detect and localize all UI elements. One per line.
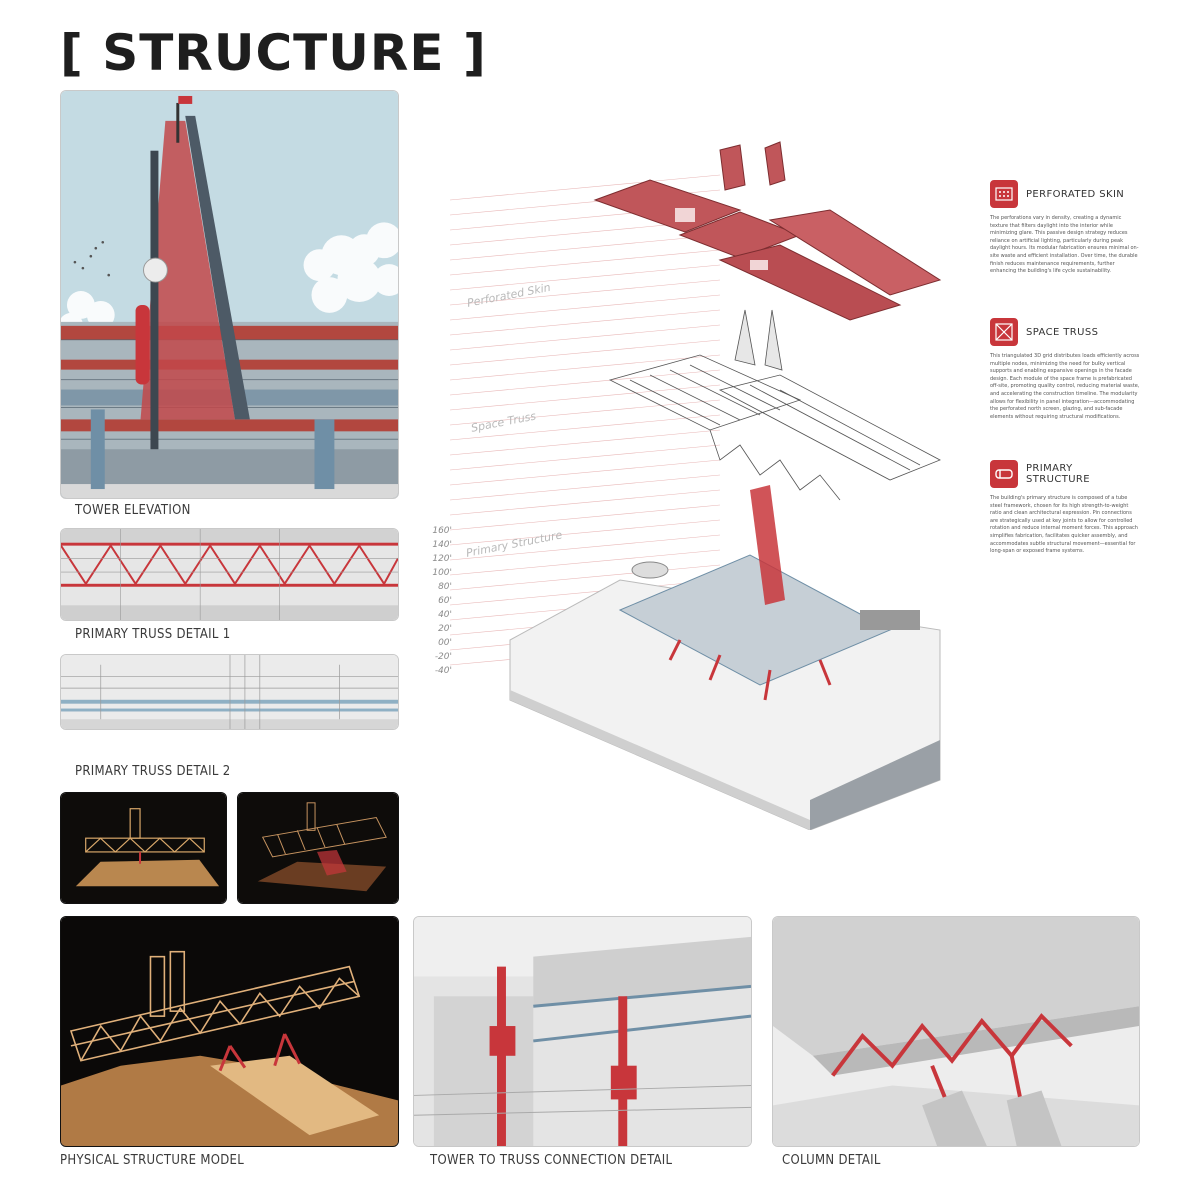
- legend-description: This triangulated 3D grid distributes lo…: [990, 353, 1140, 420]
- primary-truss-detail-2-image: [60, 654, 399, 730]
- model-photo-front: [60, 792, 227, 904]
- primary-truss-detail-1-image: [60, 528, 399, 621]
- scale-label: 00': [438, 638, 452, 648]
- scale-label: 120': [432, 554, 452, 564]
- physical-model-caption: PHYSICAL STRUCTURE MODEL: [60, 1153, 245, 1168]
- legend-primary-structure: PRIMARY STRUCTURE The building's primary…: [990, 460, 1140, 556]
- legend-title: PERFORATED SKIN: [1026, 188, 1125, 200]
- legend-description: The building's primary structure is comp…: [990, 495, 1138, 555]
- page-title: [ STRUCTURE ]: [60, 24, 487, 82]
- perforated-panel-icon: [990, 180, 1018, 208]
- tower-elevation-caption: TOWER ELEVATION: [75, 503, 191, 518]
- primary-structure-layer: [509, 485, 941, 831]
- scale-label: 100': [432, 568, 452, 578]
- tower-truss-connection-caption: TOWER TO TRUSS CONNECTION DETAIL: [430, 1153, 673, 1168]
- legend-title: PRIMARY STRUCTURE: [1026, 463, 1091, 485]
- scale-label: 40': [438, 610, 452, 620]
- scale-label: -40': [434, 666, 452, 676]
- space-truss-layer: [608, 309, 941, 501]
- tower-elevation-image: [60, 90, 399, 499]
- legend-space-truss: SPACE TRUSS This triangulated 3D grid di…: [990, 318, 1140, 421]
- scale-label: -20': [434, 652, 452, 662]
- steel-frame-icon: [990, 460, 1018, 488]
- column-detail-image: [772, 916, 1140, 1147]
- truss-detail-2-caption: PRIMARY TRUSS DETAIL 2: [75, 764, 231, 779]
- scale-label: 60': [438, 596, 452, 606]
- scale-label: 160': [432, 526, 452, 536]
- scale-label: 140': [432, 540, 452, 550]
- truss-detail-1-caption: PRIMARY TRUSS DETAIL 1: [75, 627, 231, 642]
- legend-description: The perforations vary in density, creati…: [990, 215, 1139, 275]
- physical-structure-model-image: [60, 916, 399, 1147]
- truss-x-icon: [990, 318, 1018, 346]
- perforated-skin-layer: [593, 141, 942, 321]
- model-photo-perspective: [237, 792, 399, 904]
- legend-perforated-skin: PERFORATED SKIN The perforations vary in…: [990, 180, 1140, 276]
- exploded-axonometric-diagram: [420, 140, 980, 831]
- tower-truss-connection-image: [413, 916, 752, 1147]
- column-detail-caption: COLUMN DETAIL: [782, 1153, 881, 1168]
- scale-label: 20': [438, 624, 452, 634]
- scale-label: 80': [438, 582, 452, 592]
- legend-title: SPACE TRUSS: [1026, 326, 1099, 338]
